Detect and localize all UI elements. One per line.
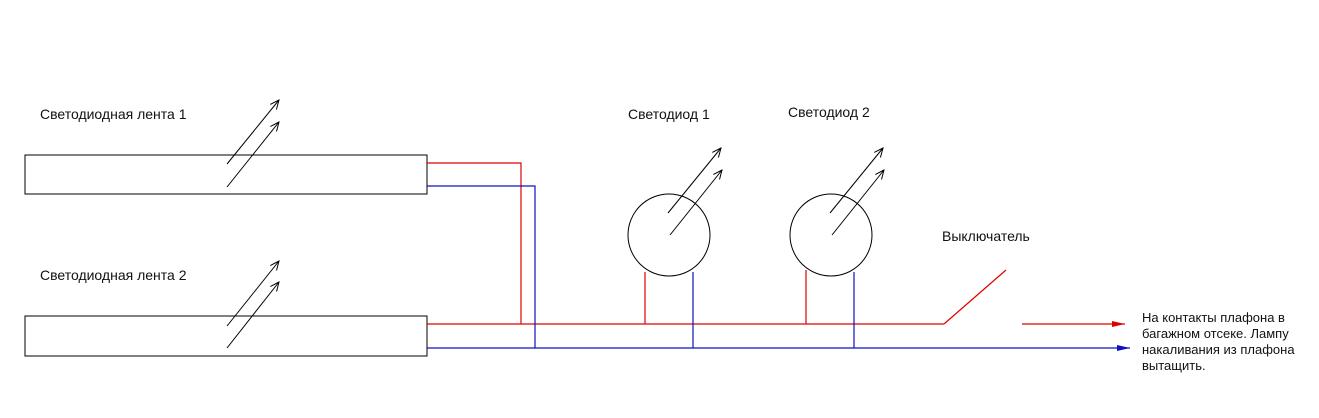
led-2 (789, 148, 884, 277)
led-strip-1 (24, 100, 428, 195)
label-led-2: Светодиод 2 (788, 104, 870, 120)
led-circle-icon (789, 193, 873, 277)
light-emission-arrows-icon (226, 100, 279, 188)
label-strip-1: Светодиодная лента 1 (40, 106, 187, 122)
light-emission-arrows-icon (829, 148, 884, 236)
light-emission-arrows-icon (226, 261, 279, 349)
led-circle-icon (627, 193, 711, 277)
label-led-1: Светодиод 1 (628, 106, 710, 122)
led-strip-2 (24, 261, 428, 357)
light-emission-arrows-icon (667, 148, 722, 236)
connection-note: На контакты плафона в багажном отсеке. Л… (1142, 310, 1295, 373)
positive-wires (427, 162, 1125, 327)
led-1 (627, 148, 722, 277)
negative-wires (427, 185, 1130, 351)
label-strip-2: Светодиодная лента 2 (40, 267, 187, 283)
switch-icon (943, 269, 1007, 325)
label-switch: Выключатель (942, 228, 1030, 244)
